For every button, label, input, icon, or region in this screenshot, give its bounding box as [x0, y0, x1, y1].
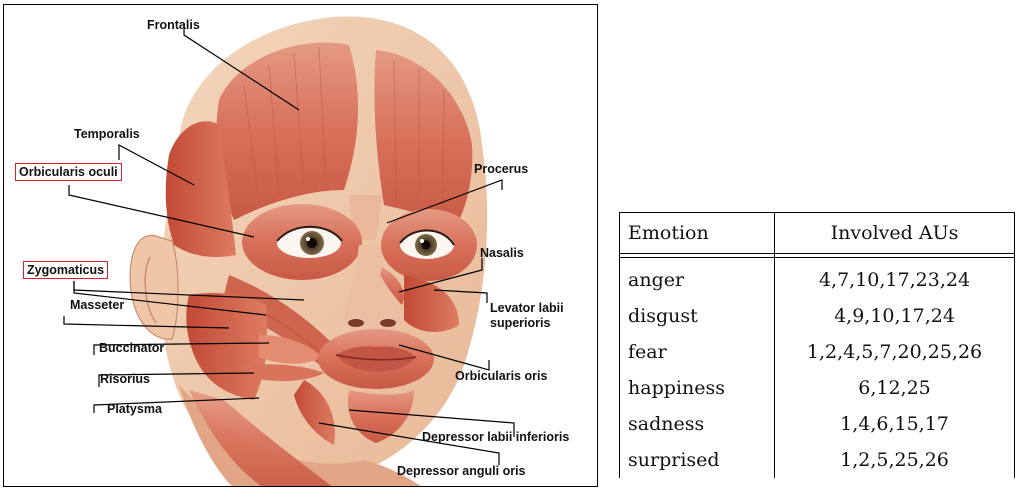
label-risorius: Risorius: [100, 372, 150, 386]
label-orbicularis-oris: Orbicularis oris: [455, 369, 547, 383]
label-masseter: Masseter: [70, 298, 124, 312]
header-involved-aus: Involved AUs: [775, 213, 1015, 254]
aus-cell: 4,9,10,17,24: [775, 298, 1015, 334]
aus-cell: 6,12,25: [775, 370, 1015, 406]
label-nasalis: Nasalis: [480, 246, 524, 260]
emotion-cell: fear: [620, 334, 775, 370]
label-depressor-labii-inferioris: Depressor labii inferioris: [422, 430, 569, 444]
label-levator-labii-line2: superioris: [490, 316, 550, 330]
ear-shape: [130, 235, 178, 339]
label-frontalis: Frontalis: [147, 18, 200, 32]
table-row: anger 4,7,10,17,23,24: [620, 258, 1015, 299]
aus-cell: 1,2,5,25,26: [775, 442, 1015, 478]
label-zygomaticus: Zygomaticus: [23, 261, 108, 279]
emotion-cell: surprised: [620, 442, 775, 478]
label-procerus: Procerus: [474, 162, 528, 176]
label-temporalis: Temporalis: [74, 127, 140, 141]
label-depressor-anguli-oris: Depressor anguli oris: [397, 464, 526, 478]
table-header-row: Emotion Involved AUs: [620, 213, 1015, 254]
table-row: surprised 1,2,5,25,26: [620, 442, 1015, 478]
emotion-cell: sadness: [620, 406, 775, 442]
emotion-cell: anger: [620, 258, 775, 299]
facial-muscles-figure: Frontalis Temporalis Orbicularis oculi P…: [3, 4, 598, 487]
table-row: sadness 1,4,6,15,17: [620, 406, 1015, 442]
header-emotion: Emotion: [620, 213, 775, 254]
label-levator-labii-line1: Levator labii: [490, 301, 564, 315]
label-orbicularis-oculi: Orbicularis oculi: [15, 163, 122, 181]
label-platysma: Platysma: [107, 402, 162, 416]
emotion-au-table: Emotion Involved AUs anger 4,7,10,17,23,…: [619, 212, 1015, 478]
table-row: disgust 4,9,10,17,24: [620, 298, 1015, 334]
emotion-cell: happiness: [620, 370, 775, 406]
aus-cell: 1,2,4,5,7,20,25,26: [775, 334, 1015, 370]
emotion-cell: disgust: [620, 298, 775, 334]
table-row: happiness 6,12,25: [620, 370, 1015, 406]
aus-cell: 4,7,10,17,23,24: [775, 258, 1015, 299]
table-row: fear 1,2,4,5,7,20,25,26: [620, 334, 1015, 370]
aus-cell: 1,4,6,15,17: [775, 406, 1015, 442]
label-buccinator: Buccinator: [99, 341, 164, 355]
